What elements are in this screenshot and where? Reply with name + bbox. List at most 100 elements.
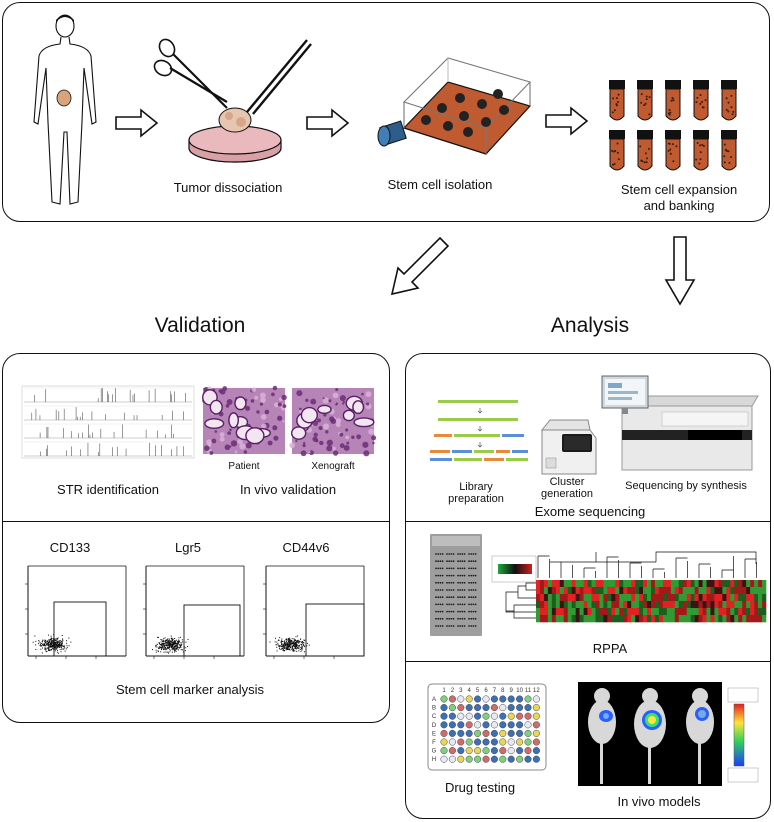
- plate-well: [490, 704, 498, 712]
- heatmap-cell: [627, 615, 632, 623]
- plate-well: [524, 747, 532, 755]
- heatmap-cell: [762, 580, 767, 588]
- heatmap-cell: [623, 587, 628, 595]
- heatmap-cell: [551, 615, 557, 623]
- tube-cap-icon: [609, 80, 625, 89]
- protein-spot: [446, 610, 448, 613]
- heatmap-cell: [559, 608, 565, 616]
- heatmap-cell: [603, 587, 608, 595]
- plate-column-label: 1: [442, 688, 446, 694]
- plate-well: [524, 704, 532, 712]
- heatmap-cell: [595, 594, 600, 602]
- flow-cytometry-plot-cd133: [25, 565, 127, 659]
- plate-well: [465, 738, 473, 746]
- heatmap-cell: [607, 580, 612, 588]
- heatmap-cell: [639, 587, 644, 595]
- heatmap-cell: [706, 594, 711, 602]
- arrow-down-left-icon: [390, 236, 450, 296]
- heatmap-cell: [575, 615, 580, 623]
- rppa-heatmap: [505, 580, 767, 623]
- heatmap-cell: [674, 580, 680, 588]
- heatmap-cell: [666, 615, 672, 623]
- arrow-right-icon: [115, 108, 159, 138]
- tube-cap-icon: [665, 130, 681, 139]
- plate-well: [524, 712, 532, 720]
- protein-spot: [459, 603, 462, 606]
- heatmap-cell: [539, 615, 545, 623]
- heatmap-cell: [587, 615, 592, 623]
- heatmap-cell: [694, 580, 699, 588]
- heatmap-cell: [567, 615, 572, 623]
- plate-well: [524, 755, 532, 763]
- protein-spot: [463, 625, 466, 627]
- monitor-icon: [601, 375, 649, 414]
- plate-well: [507, 729, 515, 737]
- heatmap-cell: [639, 608, 644, 616]
- heatmap-cell: [742, 615, 747, 623]
- protein-spot: [463, 567, 466, 570]
- heatmap-cell: [750, 594, 755, 602]
- protein-spot: [457, 589, 459, 591]
- plate-well: [532, 704, 540, 712]
- heatmap-cell: [718, 587, 723, 595]
- heatmap-cell: [631, 594, 636, 602]
- arrow-right-icon: [306, 108, 350, 138]
- heatmap-cell: [654, 615, 660, 623]
- plate-well: [532, 695, 540, 703]
- plate-well: [465, 695, 473, 703]
- bioluminescence-signal: [599, 707, 709, 730]
- heatmap-cell: [619, 615, 624, 623]
- heatmap-cell: [674, 608, 680, 616]
- plate-well: [507, 704, 515, 712]
- protein-spot: [457, 560, 459, 563]
- plate-well: [474, 712, 482, 720]
- heatmap-cell: [722, 594, 727, 602]
- dna-fragment: [430, 458, 452, 461]
- plate-well: [440, 695, 448, 703]
- heatmap-cell: [603, 594, 608, 602]
- plate-well: [448, 704, 456, 712]
- heatmap-cell: [619, 608, 624, 616]
- heatmap-cell: [666, 580, 672, 588]
- heatmap-cell: [611, 587, 616, 595]
- dna-fragment: [430, 450, 450, 453]
- stem-cell-expansion-label-line2: and banking: [643, 198, 715, 213]
- protein-spot: [437, 560, 440, 563]
- heatmap-cell: [615, 608, 620, 616]
- heatmap-cell: [615, 587, 620, 595]
- heatmap-cell: [555, 587, 561, 595]
- heatmap-cell: [583, 615, 588, 623]
- heatmap-color-key: [491, 555, 537, 583]
- protein-spot: [441, 581, 444, 584]
- heatmap-cell: [682, 601, 687, 609]
- cluster-label-line2: generation: [541, 488, 593, 500]
- heatmap-cell: [575, 601, 580, 609]
- heatmap-cell: [694, 608, 699, 616]
- dna-fragment: [434, 434, 452, 437]
- plate-row-label: F: [432, 740, 436, 746]
- heatmap-cell: [615, 615, 620, 623]
- plate-well: [448, 755, 456, 763]
- gland-structure: [245, 427, 265, 445]
- plate-well: [516, 729, 524, 737]
- protein-spot: [468, 603, 470, 606]
- heatmap-cell: [651, 594, 656, 602]
- heatmap-cell: [547, 601, 553, 609]
- heatmap-cell: [730, 580, 735, 588]
- heatmap-cell: [682, 608, 687, 616]
- heatmap-cell: [662, 601, 668, 609]
- heatmap-cell: [595, 580, 600, 588]
- plate-well: [490, 747, 498, 755]
- heatmap-cell: [559, 615, 565, 623]
- heatmap-cell: [619, 580, 624, 588]
- plate-well: [474, 721, 482, 729]
- protein-spot: [437, 581, 440, 584]
- heatmap-cell: [571, 601, 576, 609]
- plate-well: [516, 755, 524, 763]
- plate-row-label: C: [432, 714, 437, 720]
- flow-cytometry-plot-cd44v6: [263, 565, 365, 659]
- dna-fragment: [506, 458, 528, 461]
- protein-spot: [461, 596, 464, 599]
- heatmap-cell: [579, 580, 584, 588]
- stem-cell-expansion-label-line1: Stem cell expansion: [620, 182, 738, 197]
